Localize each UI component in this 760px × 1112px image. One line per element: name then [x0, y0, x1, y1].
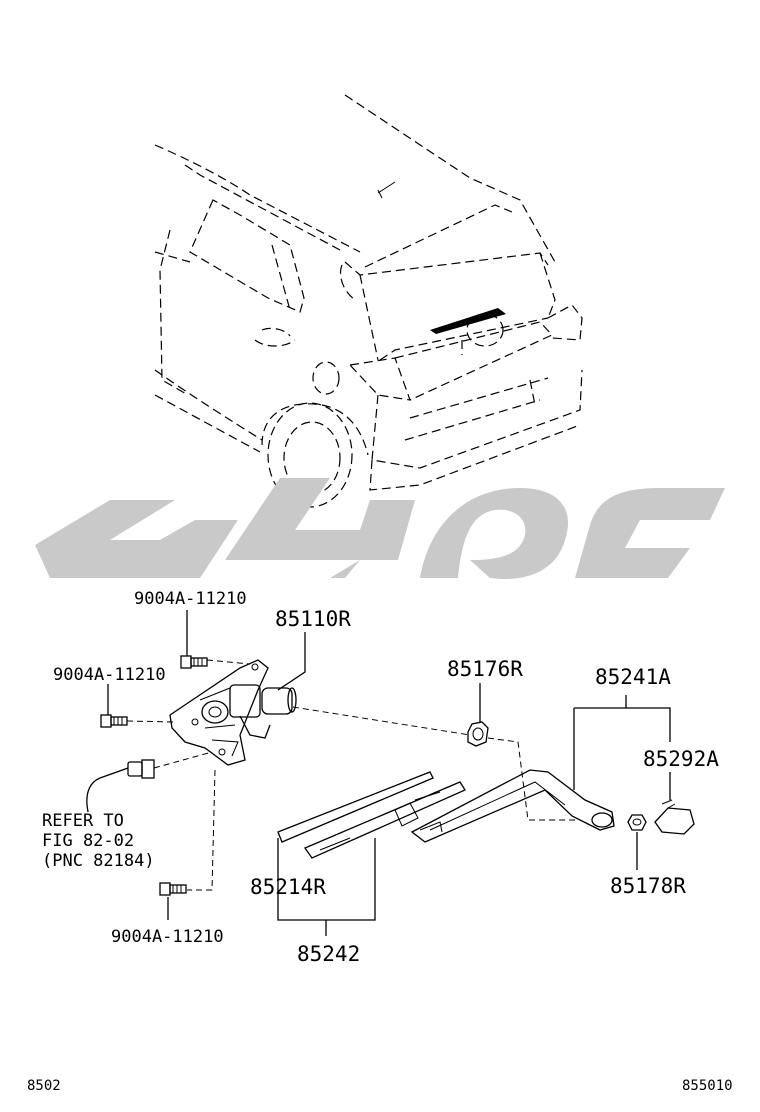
vehicle-illustration: [154, 94, 583, 508]
footer-right-code: 855010: [682, 1078, 733, 1094]
label-blade-assembly: 85242: [297, 942, 360, 966]
watermark-logo: [35, 478, 725, 580]
footer-left-code: 8502: [27, 1078, 61, 1094]
bolt-left-icon: [100, 714, 128, 728]
cap-nut-icon: [467, 721, 489, 747]
refer-line-1: REFER TO: [42, 811, 124, 831]
wiper-arm-icon: [410, 769, 615, 843]
label-blade: 85214R: [250, 875, 326, 899]
label-nut: 85178R: [610, 874, 686, 898]
bolt-top-icon: [180, 655, 208, 669]
label-bolt-top: 9004A-11210: [134, 589, 247, 609]
label-motor: 85110R: [275, 607, 351, 631]
label-arm-cover: 85292A: [643, 747, 719, 771]
connector-icon: [127, 759, 155, 779]
wiper-blade-icon: [277, 771, 466, 859]
nut-icon: [627, 814, 647, 831]
label-arm-assembly: 85241A: [595, 665, 671, 689]
refer-line-3: (PNC 82184): [42, 851, 155, 871]
label-bolt-bottom: 9004A-11210: [111, 927, 224, 947]
arm-cover-icon: [654, 799, 695, 835]
wiper-motor-icon: [169, 659, 297, 766]
label-bolt-left: 9004A-11210: [53, 665, 166, 685]
bolt-bottom-icon: [159, 882, 187, 896]
label-cap-nut: 85176R: [447, 657, 523, 681]
refer-line-2: FIG 82-02: [42, 831, 134, 851]
